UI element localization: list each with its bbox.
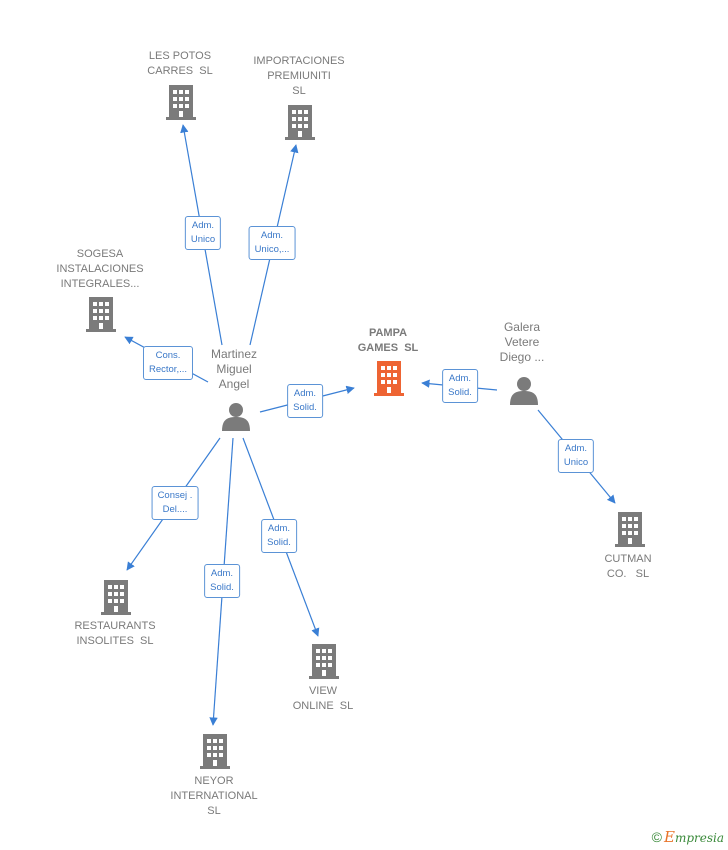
building-icon[interactable] (374, 361, 404, 396)
building-icon[interactable] (285, 105, 315, 140)
edge-label-view-online: Adm. Solid. (261, 519, 297, 553)
brand-initial: E (663, 828, 675, 846)
node-sogesa-label[interactable]: SOGESA INSTALACIONES INTEGRALES... (56, 248, 144, 290)
edge-label-cutman: Adm. Unico (557, 439, 595, 473)
brand-name: mpresia (674, 831, 724, 845)
node-view-online-label[interactable]: VIEW ONLINE SL (292, 685, 354, 712)
edge-label-neyor: Adm. Solid. (204, 564, 240, 598)
building-icon[interactable] (309, 644, 339, 679)
building-icon[interactable] (166, 85, 196, 120)
edge-label-restaurants: Consej . Del.... (151, 486, 199, 520)
node-importaciones-label[interactable]: IMPORTACIONES PREMIUNITI SL (253, 55, 345, 97)
node-galera-label[interactable]: Galera Vetere Diego ... (499, 320, 545, 364)
person-icon[interactable] (222, 403, 250, 431)
copyright-icon: © (651, 829, 662, 845)
person-icon[interactable] (510, 377, 538, 405)
building-icon[interactable] (200, 734, 230, 769)
empresia-watermark: ©Empresia (652, 828, 724, 846)
building-icon[interactable] (86, 297, 116, 332)
node-pampa-label[interactable]: PAMPA GAMES SL (357, 327, 419, 354)
edge-label-pampa-martinez: Adm. Solid. (287, 384, 323, 418)
node-martinez-label[interactable]: Martinez Miguel Angel (210, 347, 258, 391)
edge-label-les-potos: Adm. Unico (184, 216, 222, 250)
edge-label-pampa-galera: Adm. Solid. (442, 369, 478, 403)
node-les-potos-label[interactable]: LES POTOS CARRES SL (147, 50, 213, 77)
edge-label-sogesa: Cons. Rector,... (142, 346, 194, 380)
node-cutman-label[interactable]: CUTMAN CO. SL (604, 553, 652, 580)
edge-label-importaciones: Adm. Unico,... (248, 226, 296, 260)
building-icon[interactable] (615, 512, 645, 547)
node-neyor-label[interactable]: NEYOR INTERNATIONAL SL (170, 775, 258, 817)
building-icon[interactable] (101, 580, 131, 615)
node-restaurants-label[interactable]: RESTAURANTS INSOLITES SL (74, 620, 156, 647)
